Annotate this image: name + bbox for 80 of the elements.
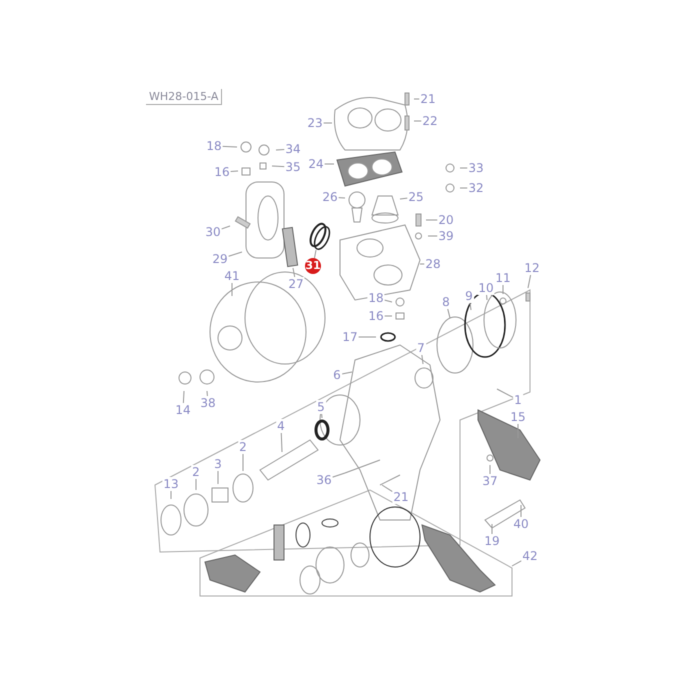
leader-line xyxy=(496,388,514,398)
leader-line xyxy=(400,198,408,200)
callout-number: 38 xyxy=(199,396,217,410)
leader-line xyxy=(292,268,296,278)
leader-line xyxy=(528,274,532,288)
leader-line xyxy=(170,490,172,500)
callout-number: 23 xyxy=(306,116,324,130)
callout-number: 41 xyxy=(223,269,241,283)
callout-number: 4 xyxy=(276,419,286,433)
leader-line xyxy=(338,197,346,198)
leader-line xyxy=(182,390,184,404)
callout-number: 39 xyxy=(437,229,455,243)
leader-line xyxy=(447,308,450,318)
callout-number: 32 xyxy=(467,181,485,195)
callout-number: 12 xyxy=(523,261,541,275)
callout-number: 29 xyxy=(211,252,229,266)
callout-number: 34 xyxy=(284,142,302,156)
callout-number: 17 xyxy=(341,330,359,344)
leader-line xyxy=(321,414,322,418)
leader-line xyxy=(323,122,332,124)
callout-number: 2 xyxy=(191,465,201,479)
callout-number: 3 xyxy=(213,457,223,471)
callout-number: 10 xyxy=(477,281,495,295)
callout-number: 9 xyxy=(464,289,474,303)
callout-number: 8 xyxy=(441,295,451,309)
callout-number: 33 xyxy=(467,161,485,175)
leader-line xyxy=(230,170,238,172)
callout-number: 18 xyxy=(367,291,385,305)
callout-number: 21 xyxy=(392,490,410,504)
leader-line xyxy=(206,390,208,396)
callout-number: 15 xyxy=(509,410,527,424)
leader-line xyxy=(221,226,230,230)
callout-number: 19 xyxy=(483,534,501,548)
callout-number: 14 xyxy=(174,403,192,417)
leader-line xyxy=(242,454,244,472)
leader-line xyxy=(512,560,522,566)
callout-number: 1 xyxy=(513,393,523,407)
leader-line xyxy=(280,432,282,452)
leader-line xyxy=(502,284,504,294)
leader-line xyxy=(358,336,376,338)
callout-number: 40 xyxy=(512,517,530,531)
leader-line xyxy=(384,300,392,302)
callout-number: 22 xyxy=(421,114,439,128)
callout-number: 16 xyxy=(367,309,385,323)
leader-line xyxy=(470,302,472,310)
callout-number: 35 xyxy=(284,160,302,174)
leader-line xyxy=(486,294,488,300)
callout-number: 26 xyxy=(321,190,339,204)
leader-line xyxy=(421,354,424,364)
leader-line xyxy=(314,250,316,258)
callout-number: 13 xyxy=(162,477,180,491)
leader-line xyxy=(332,472,346,478)
leader-line xyxy=(276,149,285,150)
callout-number: 16 xyxy=(213,165,231,179)
callout-number: 5 xyxy=(316,400,326,414)
drawing-reference-code: WH28-015-A xyxy=(146,89,222,105)
callout-number: 37 xyxy=(481,474,499,488)
leader-line xyxy=(414,120,422,122)
leader-line xyxy=(228,252,242,257)
callout-number: 20 xyxy=(437,213,455,227)
leader-line xyxy=(414,98,420,100)
callout-number: 36 xyxy=(315,473,333,487)
callout-number: 25 xyxy=(407,190,425,204)
callout-number: 11 xyxy=(494,271,512,285)
callout-number: 27 xyxy=(287,277,305,291)
leader-line xyxy=(272,166,285,168)
callout-number: 21 xyxy=(419,92,437,106)
callout-number: 42 xyxy=(521,549,539,563)
callout-number: 24 xyxy=(307,157,325,171)
callout-number: 7 xyxy=(416,341,426,355)
leader-line xyxy=(341,372,352,375)
callout-number: 30 xyxy=(204,225,222,239)
callout-number: 2 xyxy=(238,440,248,454)
highlighted-callout-number: 31 xyxy=(305,258,321,274)
callout-number: 18 xyxy=(205,139,223,153)
leader-line xyxy=(520,504,522,518)
callout-number: 28 xyxy=(424,257,442,271)
leader-line xyxy=(382,484,393,492)
callout-number: 6 xyxy=(332,368,342,382)
leader-line xyxy=(222,146,238,148)
